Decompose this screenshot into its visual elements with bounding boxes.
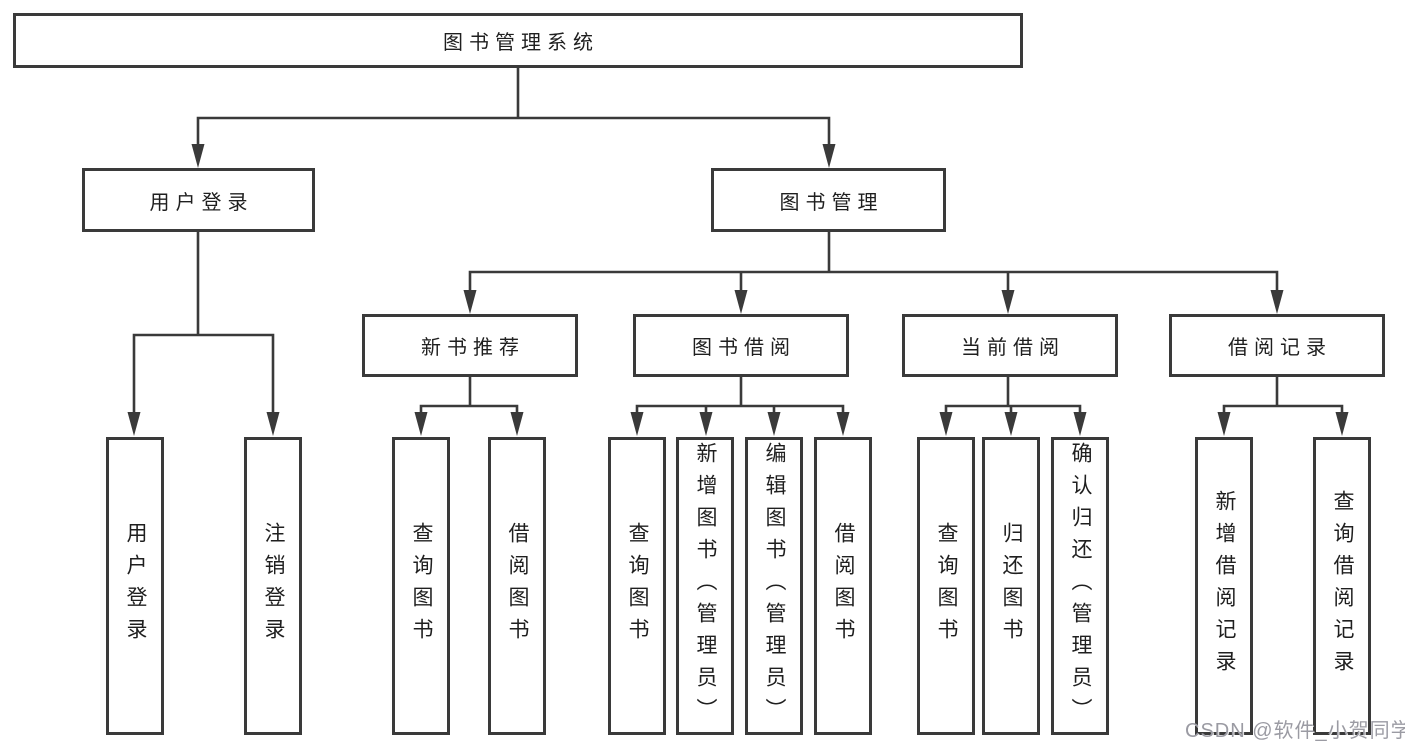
leaf-confirm-return-admin: 确认归还（管理员） (1051, 437, 1109, 735)
connector-bookborrow-children (630, 373, 850, 436)
leaf-query-borrow-record: 查询借阅记录 (1313, 437, 1371, 735)
leaf-current-query-books: 查询图书 (917, 437, 975, 735)
node-library-system: 图书管理系统 (13, 13, 1023, 68)
node-current-borrow: 当前借阅 (902, 314, 1118, 377)
node-user-login-label: 用户登录 (149, 191, 254, 214)
leaf-recommend-borrow-books-label: 借阅图书 (506, 522, 530, 650)
connector-root-to-level2 (191, 64, 836, 168)
leaf-add-books-admin: 新增图书（管理员） (676, 437, 734, 735)
node-new-book-recommend-label: 新书推荐 (421, 337, 525, 359)
leaf-borrow-books: 借阅图书 (814, 437, 872, 735)
leaf-add-borrow-record-label: 新增借阅记录 (1213, 490, 1237, 682)
node-current-borrow-label: 当前借阅 (961, 337, 1065, 359)
leaf-edit-books-admin-label: 编辑图书（管理员） (763, 442, 787, 730)
leaf-edit-books-admin: 编辑图书（管理员） (745, 437, 803, 735)
node-book-management: 图书管理 (711, 168, 946, 232)
leaf-user-login-label: 用户登录 (124, 522, 148, 650)
node-book-borrow: 图书借阅 (633, 314, 849, 377)
leaf-recommend-query-books: 查询图书 (392, 437, 450, 735)
leaf-add-books-admin-label: 新增图书（管理员） (694, 442, 718, 730)
leaf-borrow-books-label: 借阅图书 (832, 522, 856, 650)
node-borrow-records: 借阅记录 (1169, 314, 1385, 377)
node-library-system-label: 图书管理系统 (443, 32, 599, 54)
leaf-confirm-return-admin-label: 确认归还（管理员） (1069, 442, 1093, 730)
leaf-return-books: 归还图书 (982, 437, 1040, 735)
node-book-management-label: 图书管理 (779, 191, 884, 214)
connector-borrowrecord-children (1217, 373, 1349, 436)
leaf-logout-login-label: 注销登录 (262, 522, 286, 650)
leaf-logout-login: 注销登录 (244, 437, 302, 735)
leaf-user-login: 用户登录 (106, 437, 164, 735)
node-book-borrow-label: 图书借阅 (692, 337, 796, 359)
node-new-book-recommend: 新书推荐 (362, 314, 578, 377)
leaf-recommend-query-books-label: 查询图书 (410, 522, 434, 650)
node-user-login: 用户登录 (82, 168, 315, 232)
leaf-current-query-books-label: 查询图书 (935, 522, 959, 650)
connector-currentborrow-children (939, 373, 1087, 436)
connector-bookmgmt-to-level3 (463, 228, 1284, 314)
node-borrow-records-label: 借阅记录 (1228, 337, 1332, 359)
leaf-add-borrow-record: 新增借阅记录 (1195, 437, 1253, 735)
leaf-return-books-label: 归还图书 (1000, 522, 1024, 650)
leaf-borrow-query-books: 查询图书 (608, 437, 666, 735)
connector-recommend-children (414, 373, 524, 436)
leaf-borrow-query-books-label: 查询图书 (626, 522, 650, 650)
leaf-recommend-borrow-books: 借阅图书 (488, 437, 546, 735)
csdn-watermark: CSDN @软件_小贺同学 (1185, 720, 1405, 742)
connector-userlogin-children (127, 228, 280, 436)
leaf-query-borrow-record-label: 查询借阅记录 (1331, 490, 1355, 682)
